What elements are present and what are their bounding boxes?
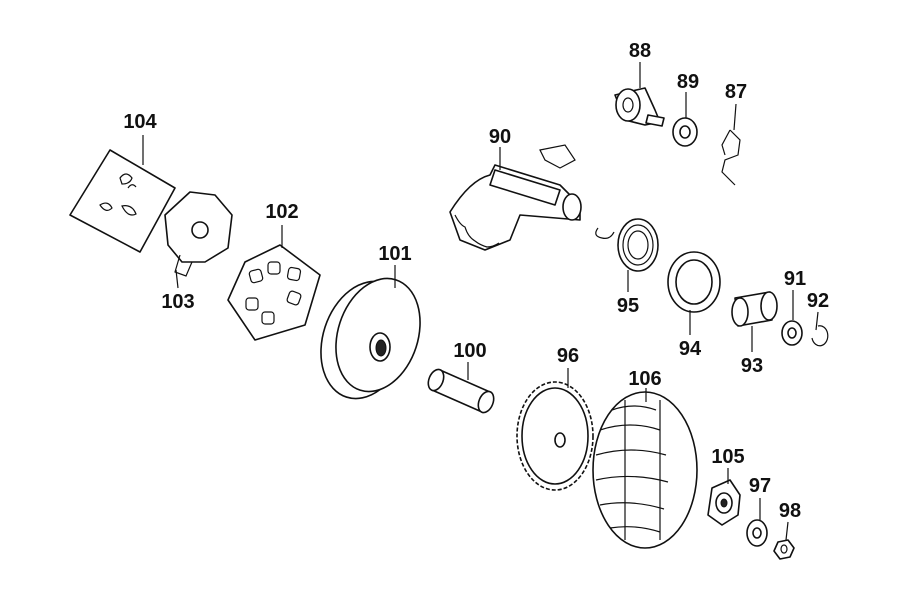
part-93-bushing xyxy=(731,291,778,352)
label-100: 100 xyxy=(453,340,486,362)
part-101-movable-pulley xyxy=(320,265,421,400)
label-101: 101 xyxy=(378,243,411,265)
part-87-wire-clip xyxy=(721,103,741,186)
part-100-sleeve xyxy=(427,362,495,414)
label-102: 102 xyxy=(265,201,298,223)
part-103-ramp-plate xyxy=(164,191,233,289)
label-95: 95 xyxy=(617,295,639,317)
label-105: 105 xyxy=(711,446,744,468)
part-92-circlip xyxy=(811,311,829,347)
label-90: 90 xyxy=(489,126,511,148)
label-92: 92 xyxy=(807,290,829,312)
label-89: 89 xyxy=(677,71,699,93)
part-89-washer xyxy=(672,92,698,147)
label-106: 106 xyxy=(628,368,661,390)
label-93: 93 xyxy=(741,355,763,377)
part-91-washer xyxy=(781,290,803,346)
label-97: 97 xyxy=(749,475,771,497)
part-105-fan-hub xyxy=(707,468,741,526)
part-94-washer-ring xyxy=(667,251,721,335)
label-103: 103 xyxy=(161,291,194,313)
part-97-washer xyxy=(746,498,768,547)
label-104: 104 xyxy=(123,111,157,133)
part-95-kick-spring xyxy=(595,218,659,292)
label-91: 91 xyxy=(784,268,806,290)
label-87: 87 xyxy=(725,81,747,103)
label-98: 98 xyxy=(779,500,801,522)
part-106-cooling-fan xyxy=(592,388,698,549)
part-96-starter-gear-disc xyxy=(516,368,594,491)
part-88-starter-gear xyxy=(614,62,665,127)
part-102-roller-weights xyxy=(227,225,321,341)
label-94: 94 xyxy=(679,338,702,360)
label-96: 96 xyxy=(557,345,579,367)
part-98-nut xyxy=(773,521,795,560)
part-104-clip-set xyxy=(69,135,176,253)
label-88: 88 xyxy=(629,40,651,62)
part-90-kickstart-shaft xyxy=(449,144,582,251)
